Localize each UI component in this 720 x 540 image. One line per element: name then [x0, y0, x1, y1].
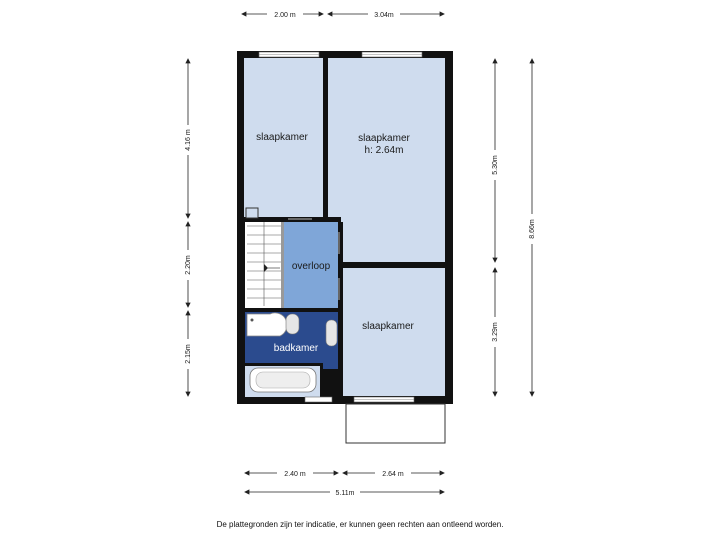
- dim-bottom-left-bg: [277, 468, 313, 478]
- wall-horizontal-mid: [338, 262, 446, 268]
- sink: [325, 319, 338, 347]
- bedroom-bottom-right-floor: [343, 268, 445, 396]
- dim-label-left-bottom: 2.15m: [185, 344, 192, 364]
- room-label-bathroom: badkamer: [274, 343, 319, 354]
- dim-label-right-bottom: 3.29m: [492, 322, 499, 342]
- dim-right-top-bg: [490, 150, 500, 180]
- dim-label-top-left: 2.00 m: [274, 12, 296, 19]
- wall-vertical-landing: [338, 222, 343, 404]
- room-label-bedroom-top-right: slaapkamer: [358, 133, 410, 144]
- dim-label-right-total: 8.66m: [529, 219, 536, 239]
- dim-label-left-top: 4.16 m: [185, 129, 192, 151]
- stairs-corner-post: [245, 207, 259, 219]
- dim-label-bottom-total: 5.11m: [336, 490, 355, 497]
- dim-label-bottom-left: 2.40 m: [284, 471, 306, 478]
- dim-label-top-right: 3.04m: [374, 12, 394, 19]
- room-label-bedroom-top-left: slaapkamer: [256, 132, 308, 143]
- bathtub-inner: [255, 371, 311, 389]
- dim-left-bottom-bg: [183, 339, 193, 369]
- room-label-bedroom-bottom-right: slaapkamer: [362, 321, 414, 332]
- room-label-landing: overloop: [292, 261, 331, 272]
- dim-right-total-bg: [527, 214, 537, 244]
- dim-top-right-bg: [368, 9, 400, 19]
- shower-drain: [250, 318, 254, 322]
- shower: [246, 312, 288, 337]
- staircase: [247, 222, 281, 306]
- balcony: [345, 403, 446, 444]
- dim-left-top-bg: [183, 125, 193, 155]
- window-bottom-bath: [304, 396, 333, 403]
- dim-bottom-right-bg: [375, 468, 411, 478]
- wall-bath-right: [320, 363, 323, 397]
- dim-left-middle-bg: [183, 250, 193, 280]
- dim-bottom-total-bg: [330, 487, 360, 497]
- dim-top-left-bg: [267, 9, 303, 19]
- wall-vertical-top: [323, 51, 328, 222]
- disclaimer-text: De plattegronden zijn ter indicatie, er …: [216, 520, 504, 529]
- dim-right-bottom-bg: [490, 317, 500, 347]
- toilet: [285, 313, 300, 335]
- dim-label-bottom-right: 2.64 m: [382, 471, 404, 478]
- bedroom-top-right-floor: [328, 58, 445, 262]
- wall-stairs-right: [281, 222, 284, 308]
- room-label-bedroom-height: h: 2.64m: [365, 145, 404, 156]
- dim-label-left-middle: 2.20m: [185, 255, 192, 275]
- wall-bath-top: [244, 363, 321, 366]
- landing-floor: [284, 222, 339, 308]
- bedroom-top-left-floor: [244, 58, 324, 218]
- dim-label-right-top: 5.30m: [492, 155, 499, 175]
- wall-stairs-bottom: [244, 308, 340, 312]
